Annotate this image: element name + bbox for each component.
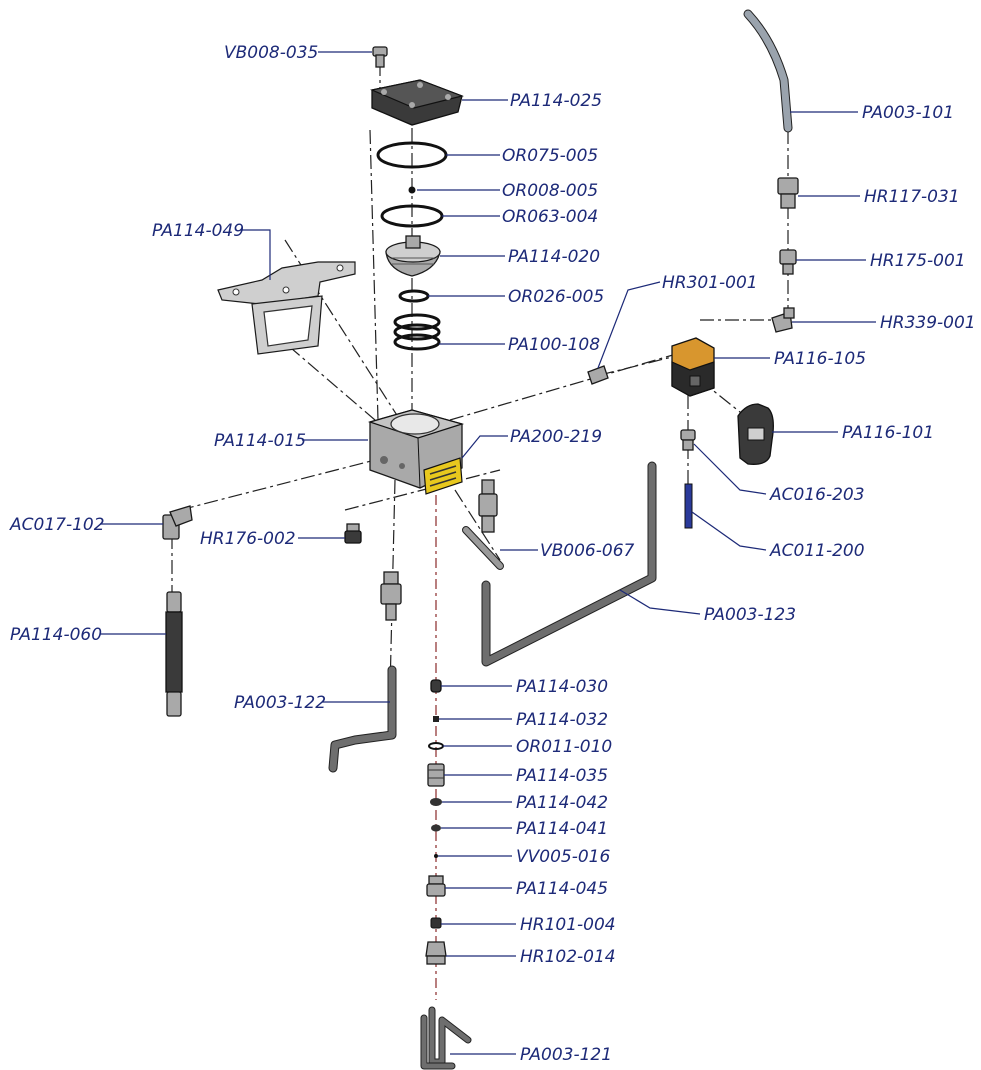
tube-ac011-200 bbox=[684, 483, 693, 529]
stack-vv005-016 bbox=[434, 854, 438, 858]
label-pa114-020: PA114-020 bbox=[508, 247, 600, 267]
connector-pa116-101 bbox=[737, 403, 774, 465]
label-pa003-123: PA003-123 bbox=[704, 605, 796, 625]
label-ac011-200: AC011-200 bbox=[769, 541, 865, 561]
tube-pa003-101 bbox=[743, 9, 793, 133]
spring-pa100-108 bbox=[393, 313, 441, 351]
cover-plate-pa114-025 bbox=[370, 79, 464, 126]
label-pa116-101: PA116-101 bbox=[842, 423, 934, 443]
label-vb006-067: VB006-067 bbox=[540, 541, 635, 561]
stack-pa114-042 bbox=[430, 798, 442, 806]
warning-label-pa200-219 bbox=[423, 457, 463, 495]
label-hr102-014: HR102-014 bbox=[520, 947, 616, 967]
label-pa114-030: PA114-030 bbox=[516, 677, 608, 697]
label-pa114-032: PA114-032 bbox=[516, 710, 608, 730]
elbow-fitting-ac017-102 bbox=[162, 505, 193, 540]
label-hr101-004: HR101-004 bbox=[520, 915, 616, 935]
diaphragm-pa114-020 bbox=[385, 235, 441, 277]
label-pa100-108: PA100-108 bbox=[508, 335, 600, 355]
pin-vb006-067 bbox=[462, 526, 504, 570]
tube-pa003-121 bbox=[420, 1006, 472, 1070]
label-or011-010: OR011-010 bbox=[516, 737, 612, 757]
label-pa114-042: PA114-042 bbox=[516, 793, 608, 813]
label-pa114-041: PA114-041 bbox=[516, 819, 608, 839]
label-pa114-060: PA114-060 bbox=[10, 625, 102, 645]
o-ring-or008-005 bbox=[408, 186, 416, 194]
stack-pa114-030 bbox=[430, 679, 442, 693]
label-or026-005: OR026-005 bbox=[508, 287, 604, 307]
label-pa003-122: PA003-122 bbox=[234, 693, 326, 713]
solenoid-valve-pa116-105 bbox=[671, 337, 715, 397]
label-hr175-001: HR175-001 bbox=[870, 251, 966, 271]
label-hr176-002: HR176-002 bbox=[200, 529, 296, 549]
fitting-hr175-001 bbox=[779, 249, 797, 275]
part-labels: VB008-035 PA114-025 OR075-005 OR008-005 … bbox=[9, 43, 976, 1065]
label-hr339-001: HR339-001 bbox=[880, 313, 976, 333]
label-pa114-015: PA114-015 bbox=[214, 431, 306, 451]
stack-pa114-045 bbox=[426, 875, 446, 897]
tube-pa003-122 bbox=[328, 665, 397, 773]
label-hr301-001: HR301-001 bbox=[662, 273, 758, 293]
stack-or011-010 bbox=[428, 742, 444, 750]
tube-pa003-123 bbox=[481, 461, 657, 667]
screw-vb008-035 bbox=[372, 46, 388, 68]
label-pa114-049: PA114-049 bbox=[152, 221, 244, 241]
label-pa114-025: PA114-025 bbox=[510, 91, 602, 111]
label-vb008-035: VB008-035 bbox=[224, 43, 318, 63]
fitting-ac016-203 bbox=[680, 429, 696, 451]
label-or008-005: OR008-005 bbox=[502, 181, 598, 201]
label-or063-004: OR063-004 bbox=[502, 207, 598, 227]
fitting-right-of-housing bbox=[478, 479, 498, 533]
label-hr117-031: HR117-031 bbox=[864, 187, 960, 207]
bracket-pa114-049 bbox=[217, 261, 356, 355]
fitting-below-housing bbox=[380, 571, 402, 621]
label-pa003-121: PA003-121 bbox=[520, 1045, 612, 1065]
label-pa003-101: PA003-101 bbox=[862, 103, 954, 123]
stack-pa114-035 bbox=[427, 763, 445, 787]
stack-pa114-041 bbox=[431, 824, 441, 832]
stack-hr101-004 bbox=[430, 917, 442, 929]
label-or075-005: OR075-005 bbox=[502, 146, 598, 166]
elbow-hr339-001 bbox=[771, 307, 795, 333]
label-ac016-203: AC016-203 bbox=[769, 485, 865, 505]
label-ac017-102: AC017-102 bbox=[9, 515, 105, 535]
fitting-hr301-001 bbox=[587, 365, 609, 385]
stack-hr102-014 bbox=[425, 941, 447, 965]
leader-lines bbox=[100, 51, 876, 1055]
label-pa114-045: PA114-045 bbox=[516, 879, 608, 899]
stack-pa114-032 bbox=[433, 716, 439, 722]
plug-hr176-002 bbox=[344, 523, 362, 544]
fitting-hr117-031 bbox=[777, 177, 799, 209]
hose-pa114-060 bbox=[165, 591, 183, 717]
o-ring-or026-005 bbox=[398, 289, 430, 303]
label-pa200-219: PA200-219 bbox=[510, 427, 602, 447]
label-pa116-105: PA116-105 bbox=[774, 349, 866, 369]
label-pa114-035: PA114-035 bbox=[516, 766, 608, 786]
label-vv005-016: VV005-016 bbox=[516, 847, 610, 867]
